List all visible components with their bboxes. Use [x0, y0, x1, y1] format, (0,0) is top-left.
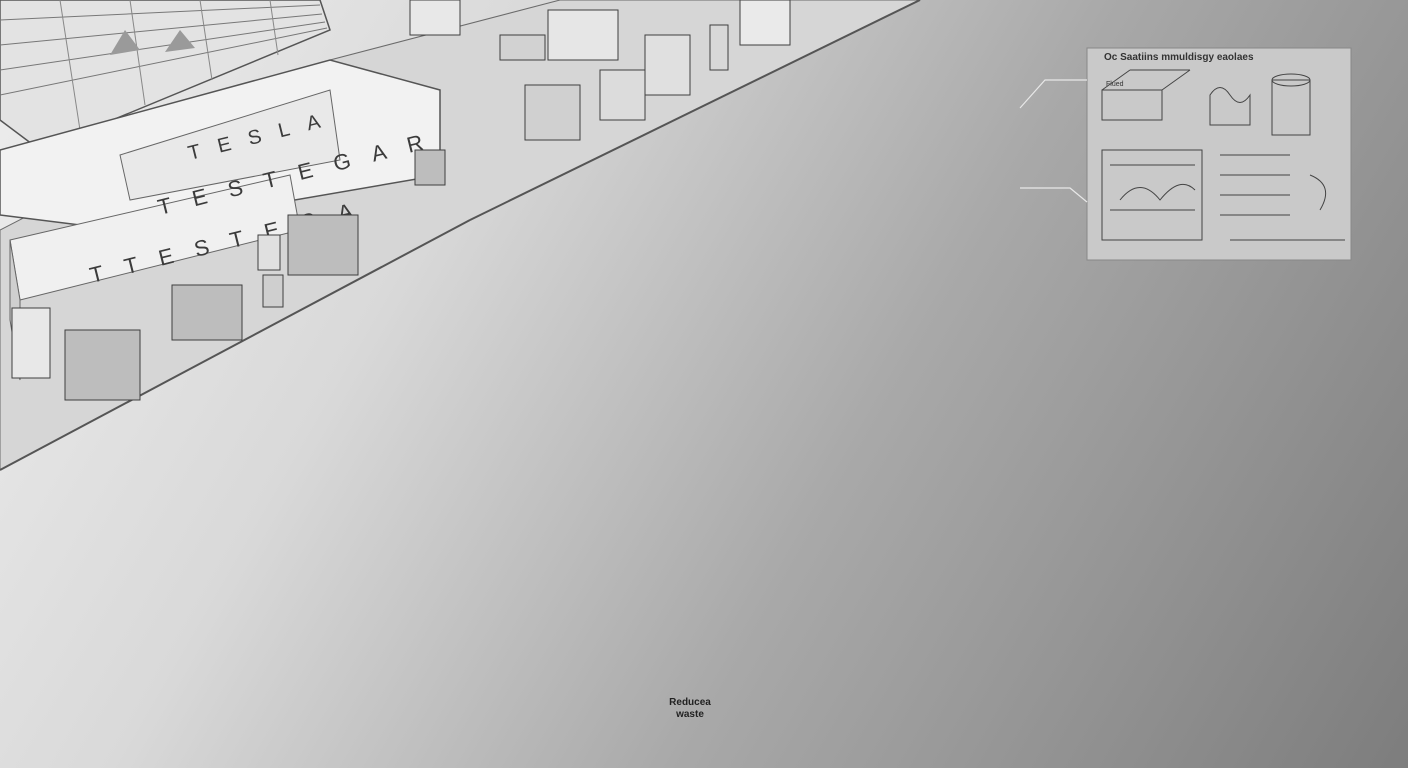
- callout-caption: Reducea waste: [660, 697, 720, 721]
- schematic-label: Flued: [1106, 81, 1124, 88]
- caption-line-2: waste: [676, 709, 704, 720]
- schematic-inset-panel: [1019, 47, 1352, 261]
- factory-crates: [11, 0, 791, 401]
- caption-line-1: Reducea: [669, 697, 711, 708]
- schematic-title: Oc Saatiins mmuldisgy eaolaes: [1104, 52, 1254, 63]
- factory-scene: TESLA TESTEGAR TTESTEGA: [0, 0, 921, 471]
